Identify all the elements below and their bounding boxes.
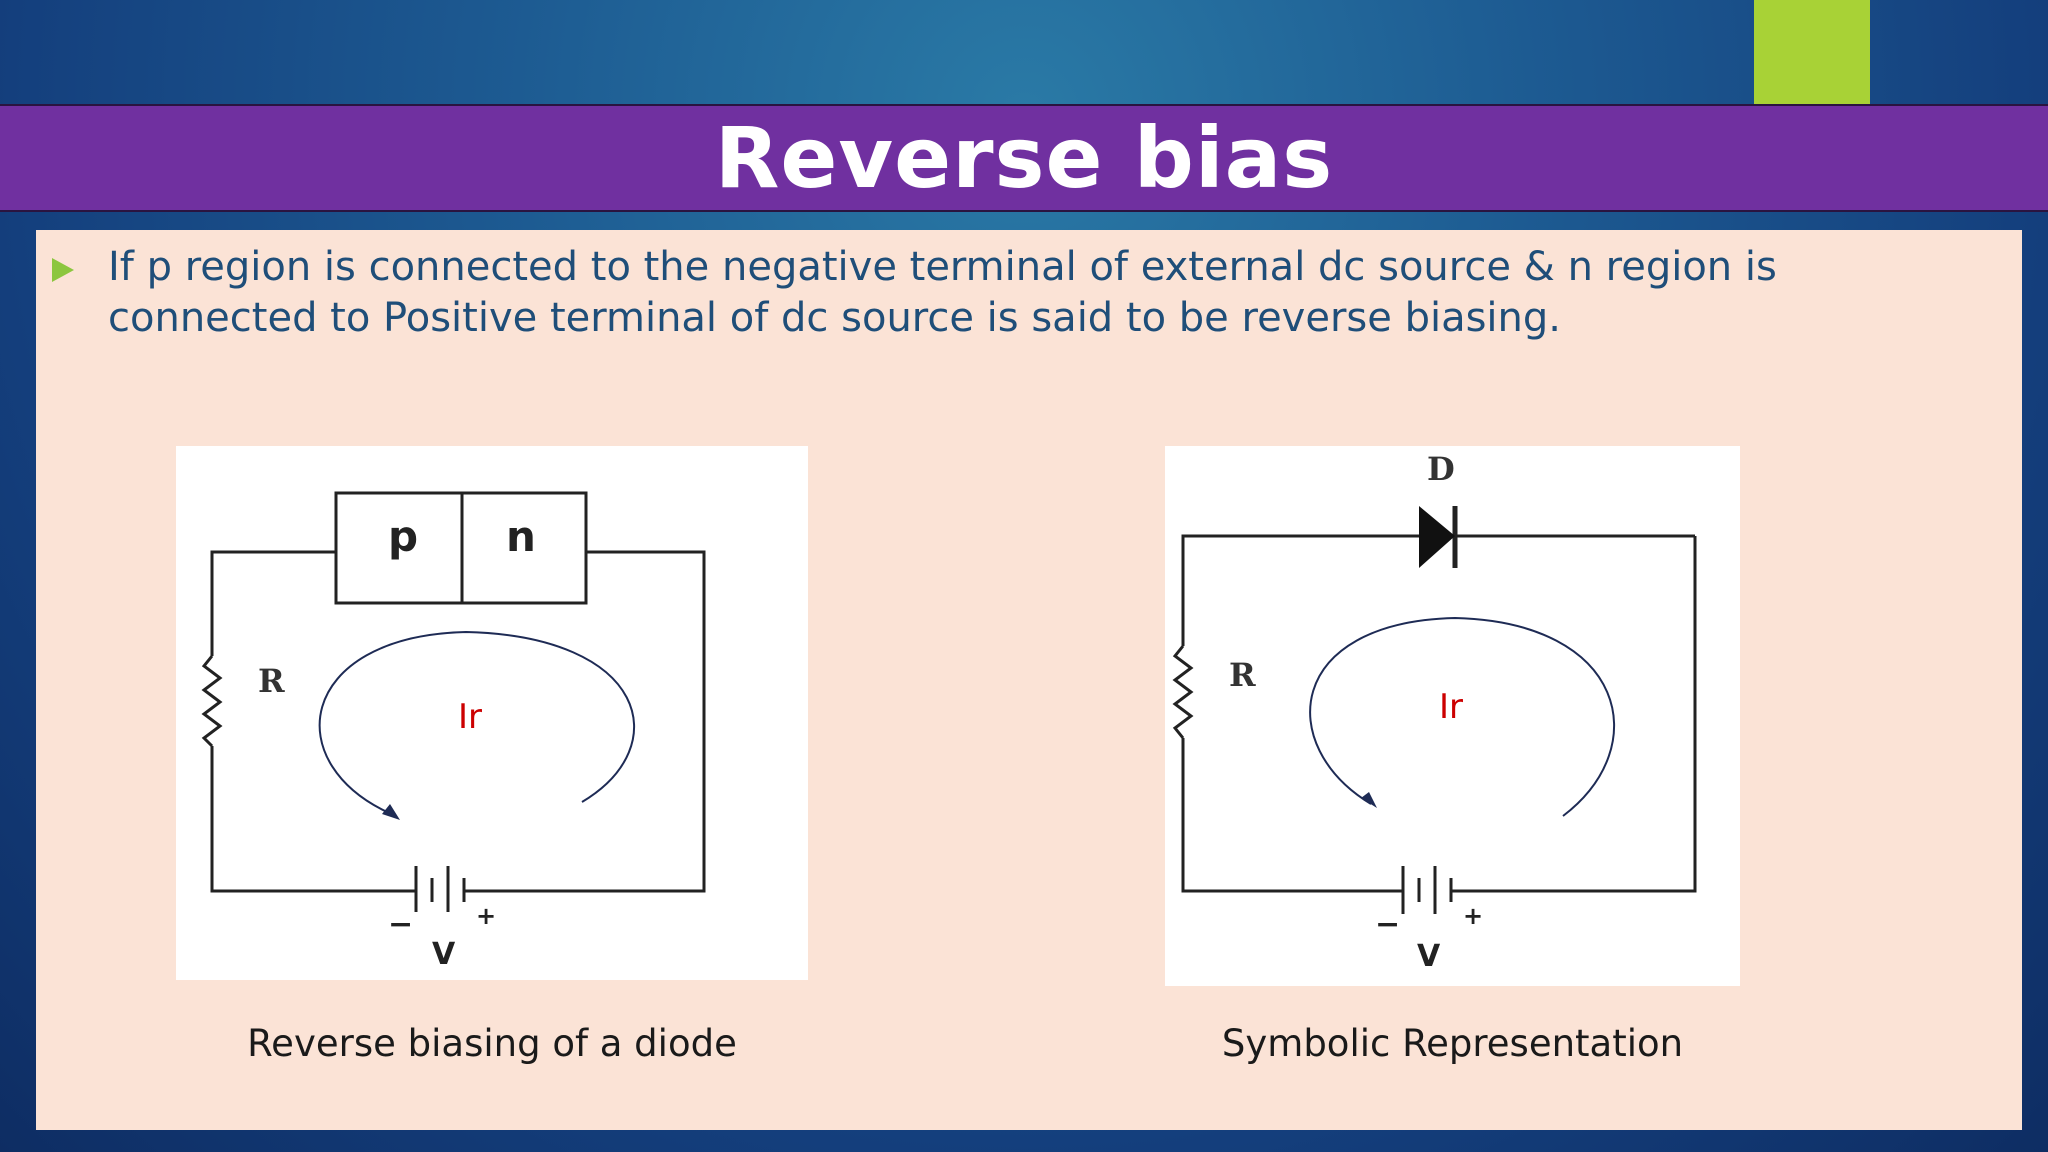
slide-title: Reverse bias	[714, 109, 1334, 207]
arrowhead-icon	[1361, 792, 1377, 808]
accent-tab	[1754, 0, 1870, 104]
resistor-label: R	[258, 662, 285, 700]
current-loop-arrow	[318, 630, 636, 817]
content-area: If p region is connected to the negative…	[36, 230, 2022, 1130]
wire-top-left	[1181, 534, 1405, 646]
wire-top-left	[210, 550, 336, 656]
wire-bottom-left	[1181, 738, 1403, 893]
wire-right	[512, 550, 706, 893]
title-bar: Reverse bias	[0, 104, 2048, 212]
current-loop-arrow	[1309, 616, 1616, 817]
minus-label: −	[1375, 907, 1400, 942]
diode-triangle-icon	[1419, 506, 1455, 568]
plus-label: +	[1463, 902, 1483, 930]
plus-label: +	[476, 902, 496, 930]
n-region-label: n	[506, 512, 536, 561]
bullet-text: If p region is connected to the negative…	[108, 244, 1777, 341]
reverse-bias-circuit-diagram: p n R Ir − + V	[201, 491, 706, 972]
left-diagram-panel: p n R Ir − + V	[176, 446, 808, 980]
current-label: Ir	[1439, 687, 1463, 727]
bullet-item: If p region is connected to the negative…	[52, 242, 1952, 344]
p-region-label: p	[388, 512, 418, 561]
wire-bottom-left	[210, 746, 416, 893]
resistor-zigzag	[201, 655, 223, 748]
arrowhead-fill	[382, 804, 400, 820]
triangle-bullet-icon	[52, 258, 74, 282]
current-label: Ir	[458, 697, 482, 737]
resistor-label: R	[1229, 656, 1256, 694]
right-diagram-panel: D R Ir − + V	[1165, 446, 1740, 986]
diode-label: D	[1427, 450, 1455, 488]
diode-symbol-circuit-diagram: D R Ir − + V	[1172, 450, 1697, 974]
minus-label: −	[388, 907, 413, 942]
wire-right	[1495, 536, 1697, 893]
voltage-label: V	[1417, 939, 1441, 974]
voltage-label: V	[432, 937, 456, 972]
left-caption: Reverse biasing of a diode	[247, 1022, 737, 1065]
right-caption: Symbolic Representation	[1221, 1022, 1684, 1065]
resistor-zigzag	[1172, 645, 1194, 739]
